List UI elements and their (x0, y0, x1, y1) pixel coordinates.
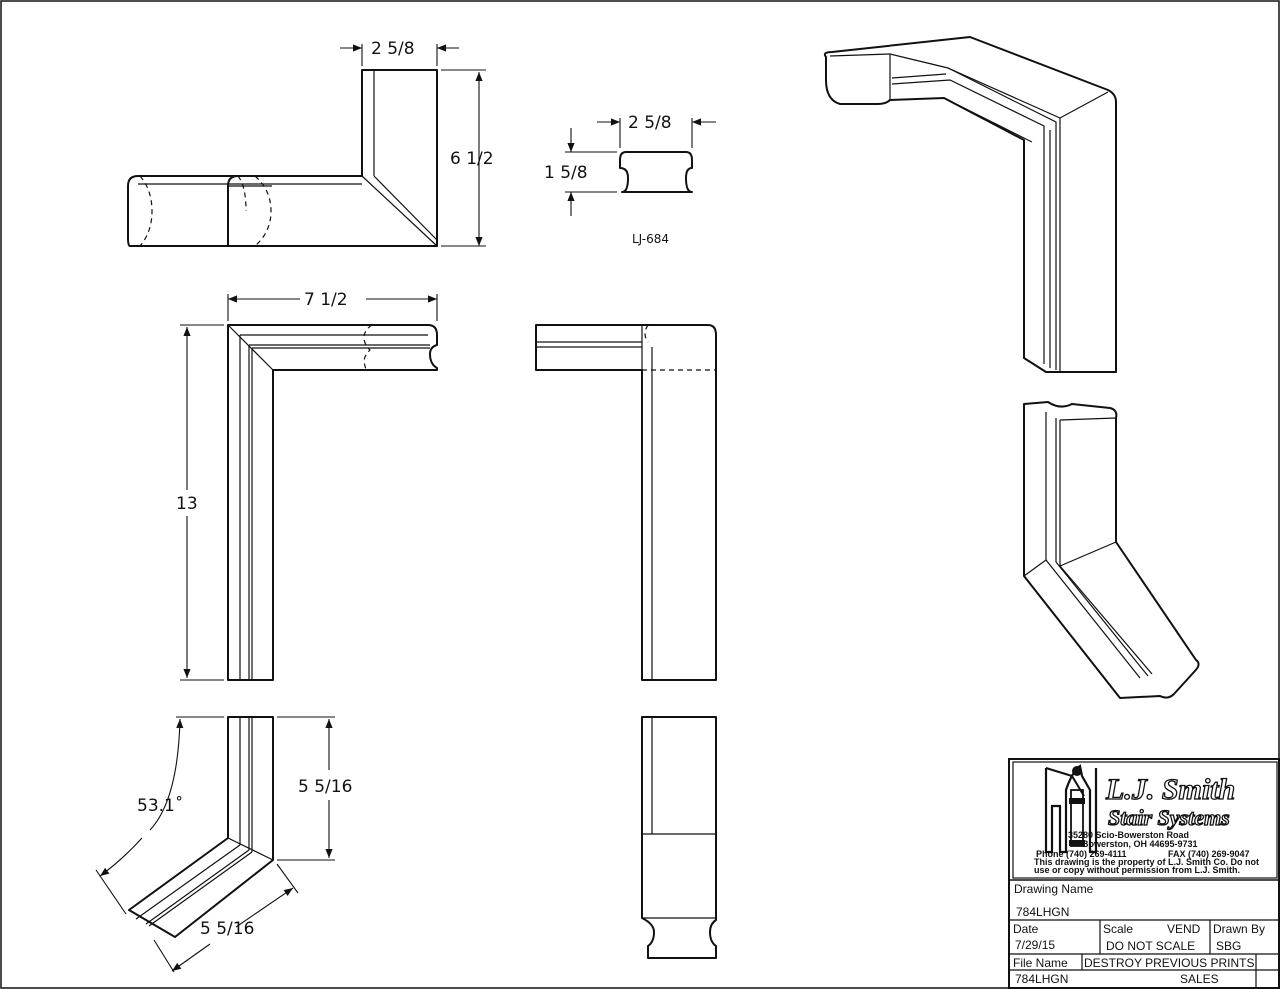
dim-front-height-label: 13 (176, 494, 198, 514)
angled-view (128, 716, 274, 938)
dim-angle-label: 53.1˚ (137, 795, 183, 816)
dim-front-width (227, 294, 438, 321)
dim-profile-width-label: 2 5/8 (628, 113, 672, 133)
company-logo (1044, 764, 1098, 854)
drawing-name-value: 784LHGN (1016, 905, 1069, 919)
title-block (1008, 758, 1280, 989)
company-fax: FAX (740) 269-9047 (1168, 849, 1250, 859)
top-view (127, 69, 438, 247)
date-value: 7/29/15 (1015, 938, 1055, 952)
profile-part-label: LJ-684 (632, 232, 669, 246)
vend-label: VEND (1167, 922, 1201, 936)
company-subname: Stair Systems (1108, 805, 1230, 830)
side-view (535, 324, 717, 681)
company-phone: Phone (740) 269-4111 (1036, 849, 1127, 859)
company-name: L.J. Smith (1105, 773, 1235, 806)
notice-line-1: This drawing is the property of L.J. Smi… (1034, 857, 1259, 867)
department: SALES (1180, 972, 1219, 986)
destroy-notice: DESTROY PREVIOUS PRINTS (1084, 956, 1254, 970)
company-address-1: 35280 Scio-Bowerston Road (1068, 830, 1189, 840)
front-view (227, 324, 438, 681)
scale-label: Scale (1103, 922, 1133, 936)
drawn-by-value: SBG (1216, 939, 1241, 953)
file-name-value: 784LHGN (1015, 972, 1068, 986)
dim-top-height (441, 69, 486, 247)
dim-profile-height-label: 1 5/8 (544, 163, 588, 183)
dim-top-width-label: 2 5/8 (371, 39, 415, 59)
dim-leg-angled-label: 5 5/16 (200, 919, 254, 939)
dim-angle (95, 716, 224, 915)
drawing-name-label: Drawing Name (1014, 882, 1094, 896)
scale-value: DO NOT SCALE (1106, 939, 1195, 953)
isometric-bottom-piece (1023, 401, 1200, 699)
dim-top-height-label: 6 1/2 (450, 149, 494, 169)
dim-front-height (180, 324, 224, 681)
date-label: Date (1013, 922, 1039, 936)
rail-profile (565, 118, 716, 216)
dim-leg-vertical (277, 716, 335, 861)
dim-top-width (340, 44, 459, 66)
isometric-top-piece (823, 36, 1117, 373)
dim-leg-vertical-label: 5 5/16 (298, 777, 352, 797)
company-address-2: Bowerston, OH 44695-9731 (1082, 839, 1198, 849)
file-name-label: File Name (1013, 956, 1068, 970)
dim-leg-angled (153, 863, 299, 973)
notice-line-2: use or copy without permission from L.J.… (1034, 865, 1240, 875)
drawn-by-label: Drawn By (1213, 922, 1265, 936)
angled-side-view (641, 716, 717, 959)
dim-front-width-label: 7 1/2 (304, 290, 348, 310)
